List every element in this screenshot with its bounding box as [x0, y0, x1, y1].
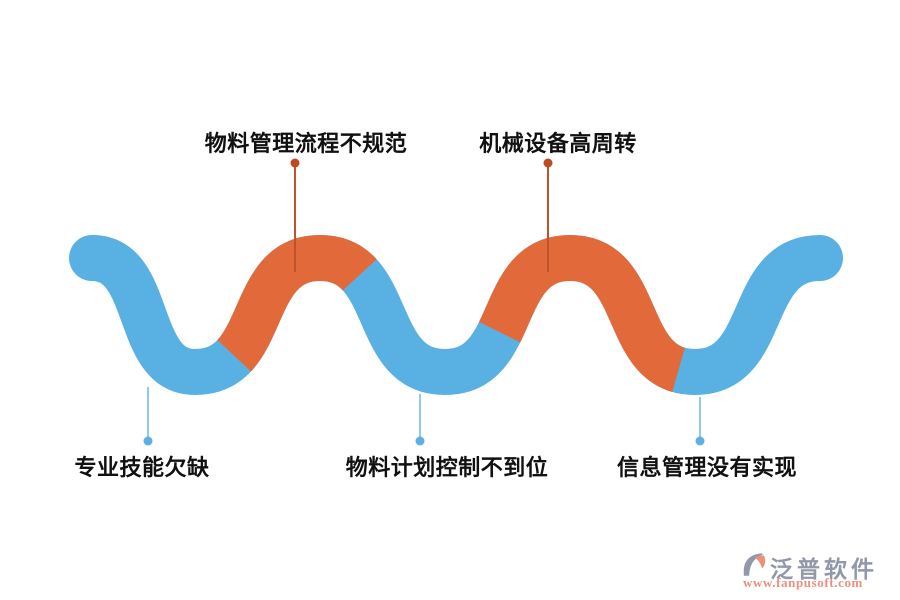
bottom-connector-dot-1	[143, 436, 153, 446]
bottom-connector-dot-2	[415, 436, 425, 446]
label-bottom-3: 信息管理没有实现	[616, 455, 798, 480]
brand-url: www.fanpusoft.com	[743, 575, 863, 590]
wave-ribbon-blue	[69, 234, 843, 396]
label-bottom-2: 物料计划控制不到位	[345, 455, 549, 480]
top-connector-dot-1	[290, 158, 300, 168]
label-bottom-1: 专业技能欠缺	[74, 455, 210, 480]
top-connector-dot-2	[543, 158, 553, 168]
bottom-connector-dot-3	[695, 436, 705, 446]
fanpu-logo-icon	[743, 553, 766, 576]
label-top-1: 物料管理流程不规范	[204, 131, 408, 156]
brand-name: 泛普软件	[770, 557, 878, 582]
label-top-2: 机械设备高周转	[479, 131, 637, 156]
brand-watermark: 泛普软件 www.fanpusoft.com	[742, 550, 892, 596]
